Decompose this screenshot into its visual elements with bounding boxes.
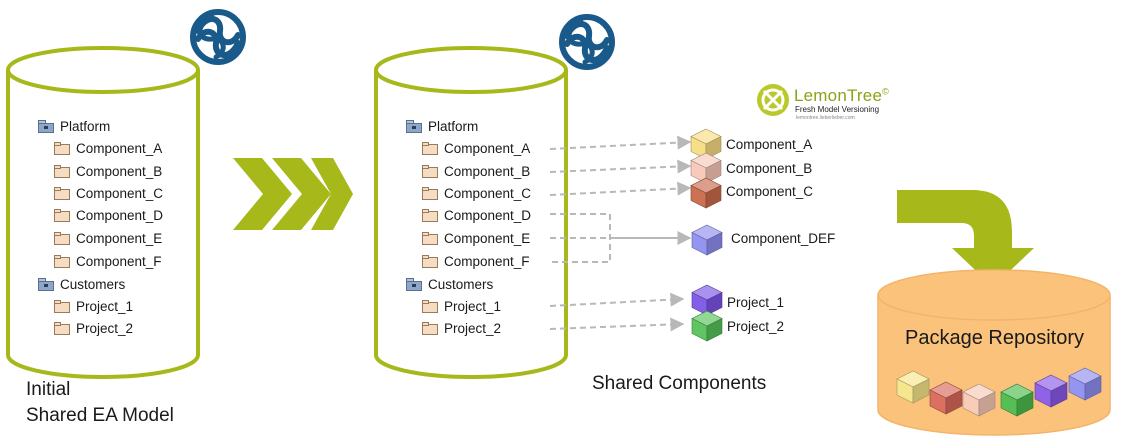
package-icon — [38, 120, 54, 133]
item-label: Component_F — [76, 254, 162, 269]
folder-item: Component_B — [54, 163, 162, 181]
item-label: Customers — [60, 277, 126, 292]
ea-logo-middle — [562, 17, 612, 67]
shared-component-label: Component_A — [726, 137, 813, 152]
package-item: Customers — [406, 276, 493, 294]
lemontree-url: lemontree.lieberlieber.com — [796, 115, 855, 121]
ea-logo-left — [193, 12, 243, 62]
item-label: Component_E — [444, 231, 531, 246]
folder-icon — [54, 255, 70, 268]
lemontree-tagline: Fresh Model Versioning — [795, 105, 880, 114]
item-label: Component_D — [444, 208, 532, 223]
item-label: Customers — [428, 277, 494, 292]
shared-component-label: Project_1 — [727, 295, 785, 310]
folder-item: Component_E — [422, 230, 530, 248]
package-item: Platform — [406, 118, 478, 136]
folder-icon — [54, 187, 70, 200]
folder-item: Component_F — [422, 253, 530, 271]
folder-icon — [54, 165, 70, 178]
shared-component-label: Component_B — [726, 161, 813, 176]
item-label: Component_F — [444, 254, 530, 269]
folder-item: Component_F — [54, 253, 162, 271]
item-label: Component_B — [444, 164, 531, 179]
repository-cube — [1068, 367, 1102, 401]
folder-item: Component_E — [54, 230, 162, 248]
item-label: Component_E — [76, 231, 163, 246]
item-label: Component_A — [76, 141, 163, 156]
item-label: Project_2 — [76, 321, 134, 336]
folder-icon — [54, 300, 70, 313]
folder-item: Project_2 — [422, 320, 501, 338]
repository-cube — [962, 383, 996, 417]
shared-component-cube — [691, 310, 723, 342]
shared-component-label: Component_C — [726, 184, 814, 199]
item-label: Project_1 — [444, 299, 502, 314]
package-repository — [877, 269, 1111, 436]
repository-cube — [896, 370, 930, 404]
item-label: Component_C — [76, 186, 164, 201]
folder-item: Component_A — [422, 140, 530, 158]
folder-item: Component_D — [422, 207, 531, 225]
folder-item: Component_D — [54, 207, 163, 225]
item-label: Project_1 — [76, 299, 134, 314]
transition-chevrons — [233, 158, 353, 230]
shared-component-label: Project_2 — [727, 319, 785, 334]
lemontree-logo — [757, 84, 789, 116]
left-caption: Initial Shared EA Model — [26, 379, 174, 426]
folder-item: Component_A — [54, 140, 162, 158]
folder-icon — [422, 232, 438, 245]
shared-component-label: Component_DEF — [731, 231, 836, 246]
item-label: Component_A — [444, 141, 531, 156]
folder-icon — [54, 232, 70, 245]
shared-component-cube — [690, 128, 722, 160]
folder-item: Project_2 — [54, 320, 133, 338]
folder-icon — [422, 255, 438, 268]
package-item: Customers — [38, 276, 125, 294]
lemontree-name: LemonTree© — [794, 86, 889, 105]
package-icon — [406, 278, 422, 291]
folder-item: Project_1 — [422, 298, 501, 316]
package-icon — [38, 278, 54, 291]
curved-arrow-to-repo — [897, 190, 1034, 287]
folder-icon — [422, 142, 438, 155]
shared-component-cube — [691, 224, 723, 256]
folder-item: Component_B — [422, 163, 530, 181]
folder-item: Component_C — [54, 185, 163, 203]
folder-icon — [54, 322, 70, 335]
item-label: Platform — [428, 119, 479, 134]
item-label: Component_C — [444, 186, 532, 201]
folder-icon — [422, 165, 438, 178]
repository-title: Package Repository — [905, 327, 1084, 349]
repository-cube — [1000, 383, 1034, 417]
shared-component-cube — [690, 177, 722, 209]
item-label: Component_B — [76, 164, 163, 179]
item-label: Project_2 — [444, 321, 502, 336]
package-icon — [406, 120, 422, 133]
folder-icon — [422, 187, 438, 200]
repository-cube — [929, 381, 963, 415]
folder-icon — [54, 209, 70, 222]
folder-item: Component_C — [422, 185, 531, 203]
shared-components-caption: Shared Components — [592, 373, 767, 394]
connector-lines — [549, 135, 692, 332]
item-label: Platform — [60, 119, 111, 134]
folder-icon — [422, 300, 438, 313]
folder-icon — [422, 209, 438, 222]
folder-icon — [54, 142, 70, 155]
item-label: Component_D — [76, 208, 164, 223]
repository-cube — [1034, 374, 1068, 408]
folder-icon — [422, 322, 438, 335]
folder-item: Project_1 — [54, 298, 133, 316]
package-item: Platform — [38, 118, 110, 136]
shared-component-cube — [691, 284, 723, 316]
